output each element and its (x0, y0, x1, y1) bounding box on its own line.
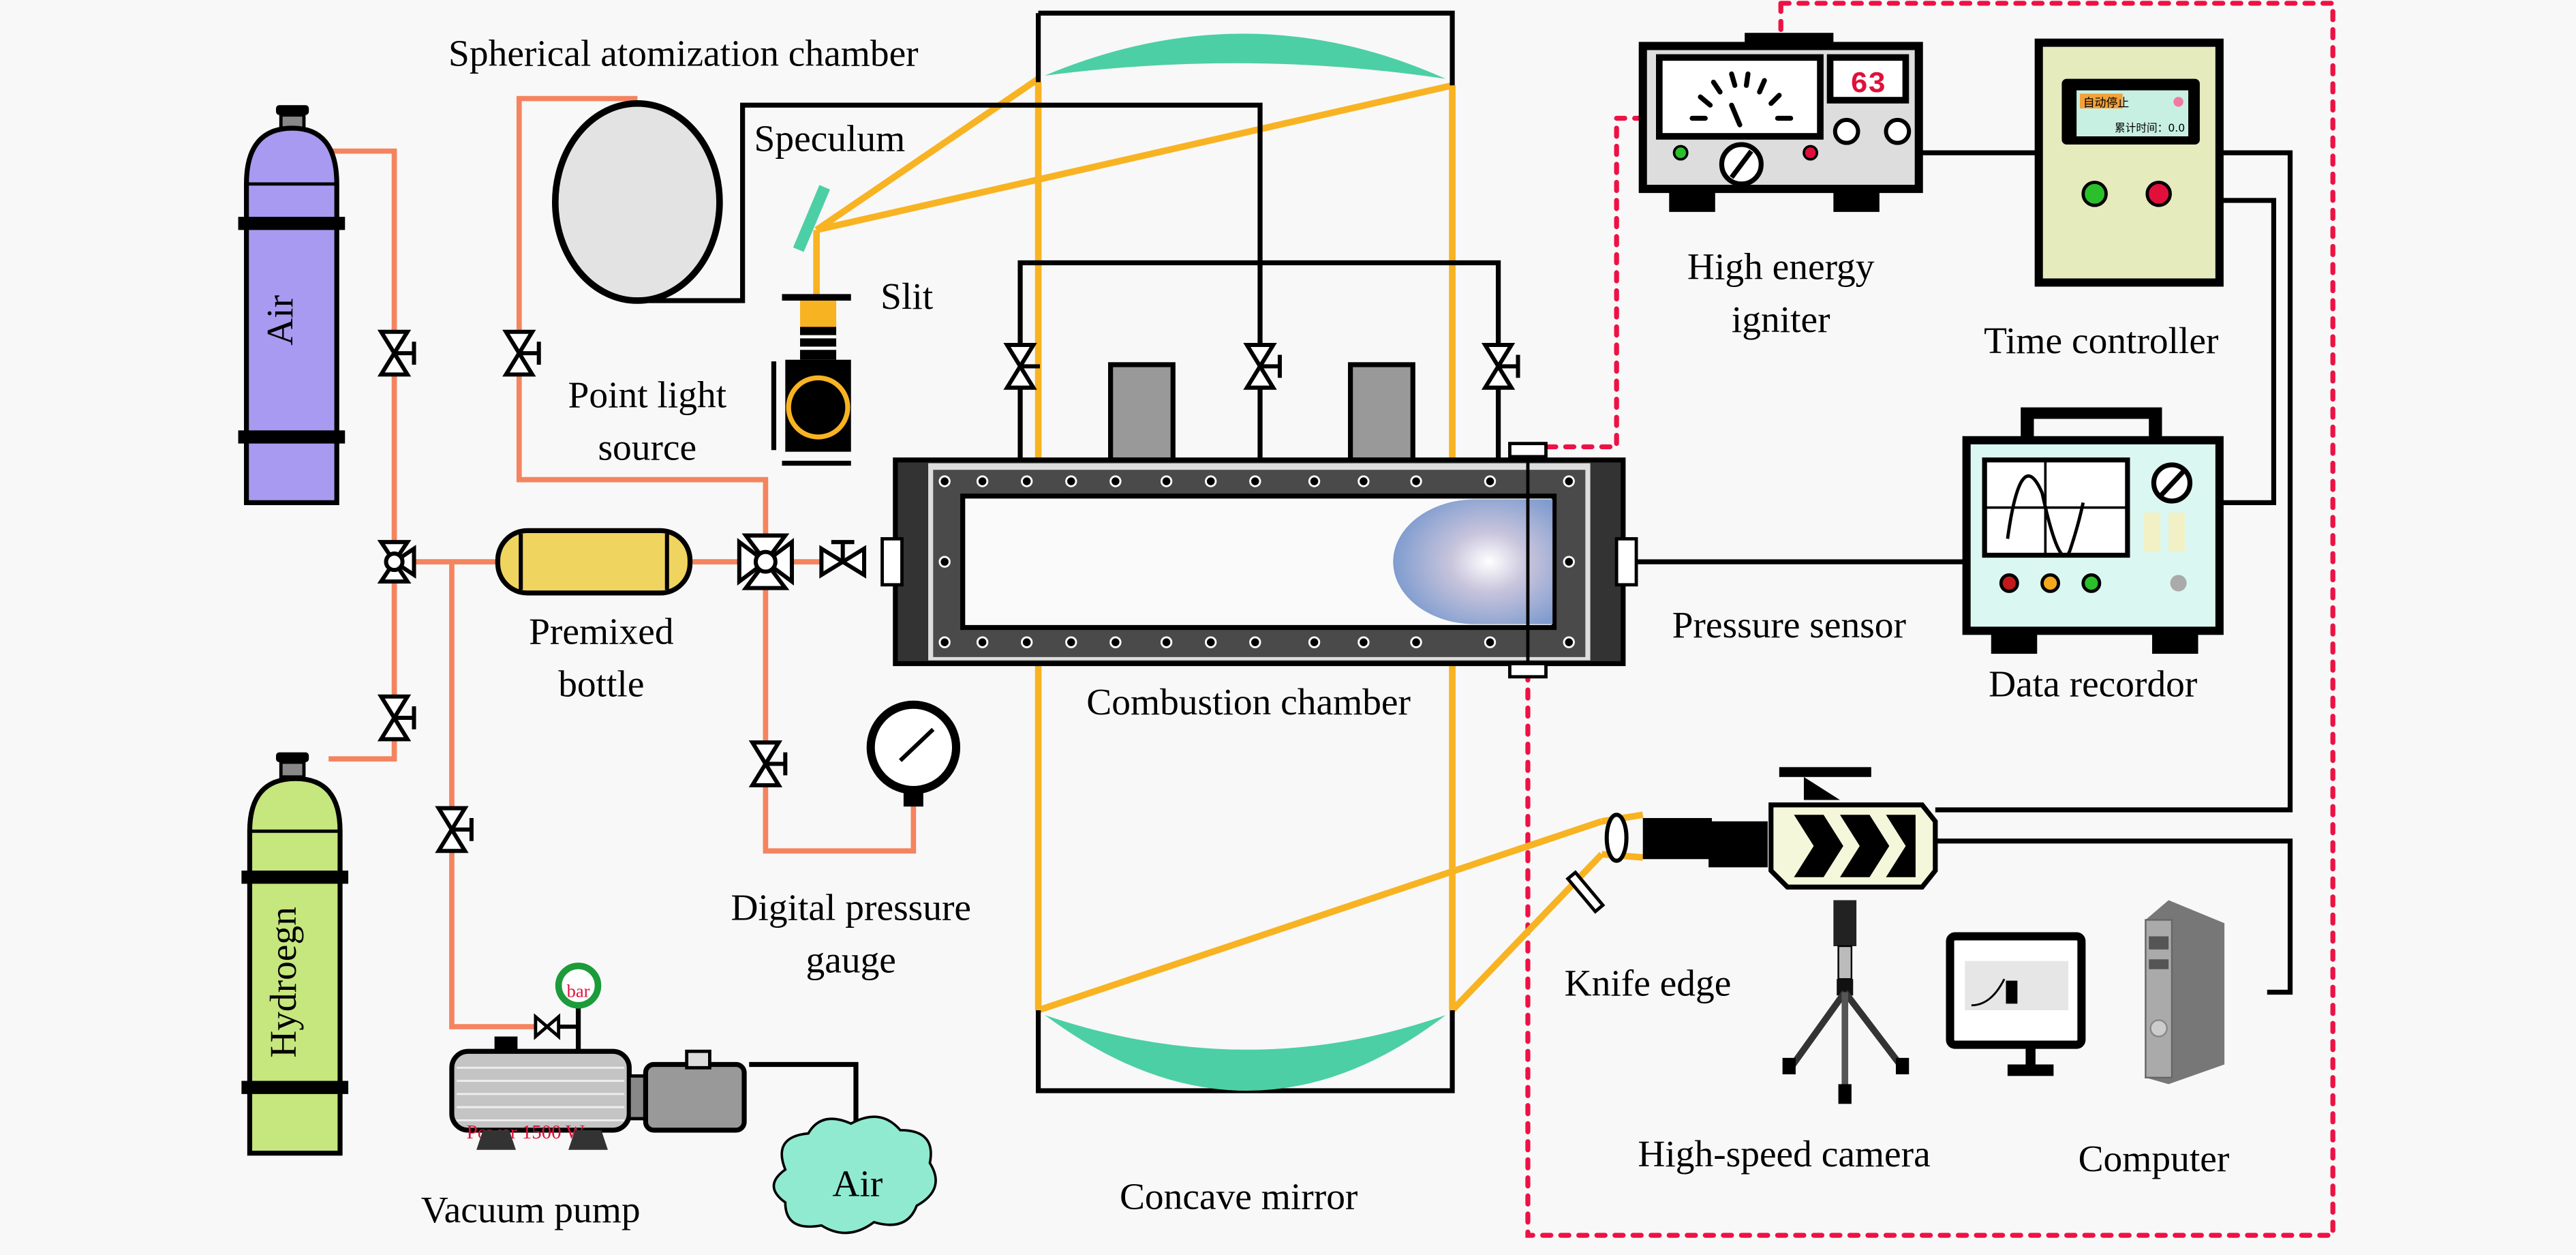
pump-gauge-unit: bar (567, 981, 590, 1001)
label-knife-edge: Knife edge (1565, 962, 1732, 1003)
igniter-green-light (1672, 145, 1689, 161)
bolts (938, 475, 1575, 648)
label-digital-gauge-2: gauge (806, 939, 896, 981)
label-concave-mirror: Concave mirror (1120, 1176, 1358, 1218)
valve-chamber-feed-icon (502, 329, 541, 377)
inlet-port (880, 536, 904, 587)
window-block-left (1108, 362, 1176, 463)
four-way-valve-icon (737, 533, 794, 590)
label-speculum: Speculum (754, 118, 906, 160)
data-recorder (1962, 407, 2224, 654)
concave-mirror-bottom (1035, 1010, 1455, 1093)
valve-air-icon (377, 329, 416, 377)
igniter-display: 63 (1850, 68, 1886, 102)
time-controller: 自动停止 累计时间：0.0 (2034, 38, 2224, 287)
valve-chamber-inlet-icon (819, 540, 867, 579)
label-digital-gauge-1: Digital pressure (731, 886, 971, 928)
label-spherical-chamber: Spherical atomization chamber (448, 32, 919, 74)
valve-gauge-icon (748, 740, 788, 787)
label-data-recorder: Data recordor (1989, 663, 2197, 705)
combustion-chamber (880, 362, 1638, 679)
pressure-sensor-port (1614, 536, 1638, 587)
digital-pressure-gauge (866, 700, 961, 807)
label-premixed-2: bottle (558, 663, 644, 705)
premixed-bottle (495, 528, 693, 596)
valve-top-right-icon (1481, 343, 1520, 390)
high-speed-camera (1604, 767, 1938, 1104)
air-cylinder-label: Air (259, 295, 301, 346)
flame-front (1393, 499, 1553, 624)
valve-hydrogen-icon (377, 694, 416, 742)
label-slit: Slit (880, 275, 934, 317)
label-point-light-2: source (598, 427, 696, 468)
igniter-red-light (1803, 145, 1819, 161)
vacuum-pump: Power 1500 W bar (449, 963, 747, 1150)
air-cloud-label: Air (832, 1162, 883, 1204)
label-time-controller: Time controller (1984, 320, 2218, 361)
controller-start-button (2081, 181, 2108, 207)
hydrogen-cylinder: Hydroegn (241, 752, 349, 1156)
label-vacuum-pump: Vacuum pump (421, 1189, 641, 1230)
controller-stop-button (2145, 181, 2172, 207)
window-block-right (1347, 362, 1415, 463)
three-way-valve-icon (377, 540, 416, 584)
high-energy-igniter: 63 (1638, 33, 1923, 212)
label-combustion-chamber: Combustion chamber (1086, 681, 1411, 723)
controller-status-text: 自动停止 (2083, 96, 2129, 110)
label-high-energy-1: High energy (1687, 246, 1875, 288)
point-light-source (771, 294, 851, 466)
speculum-icon (793, 185, 830, 252)
label-point-light-1: Point light (568, 374, 727, 416)
computer (1946, 900, 2225, 1085)
label-high-speed-camera: High-speed camera (1638, 1133, 1930, 1175)
label-pressure-sensor: Pressure sensor (1672, 604, 1906, 646)
valves (377, 329, 1520, 853)
air-cloud: Air (772, 1115, 937, 1235)
labels: Spherical atomization chamber Speculum S… (421, 32, 2230, 1230)
concave-mirror-top (1035, 10, 1455, 86)
valve-pump-line-icon (435, 806, 474, 853)
air-cylinder: Air (238, 105, 346, 505)
controller-elapsed-text: 累计时间：0.0 (2115, 121, 2185, 134)
knife-edge-icon (1565, 870, 1606, 914)
label-high-energy-2: igniter (1732, 299, 1830, 340)
label-premixed-1: Premixed (529, 611, 674, 652)
label-computer: Computer (2079, 1138, 2230, 1179)
valve-top-middle-icon (1243, 343, 1282, 390)
spherical-chamber (551, 100, 723, 304)
valve-top-left-icon (1003, 343, 1040, 390)
hydrogen-cylinder-label: Hydroegn (262, 907, 304, 1058)
